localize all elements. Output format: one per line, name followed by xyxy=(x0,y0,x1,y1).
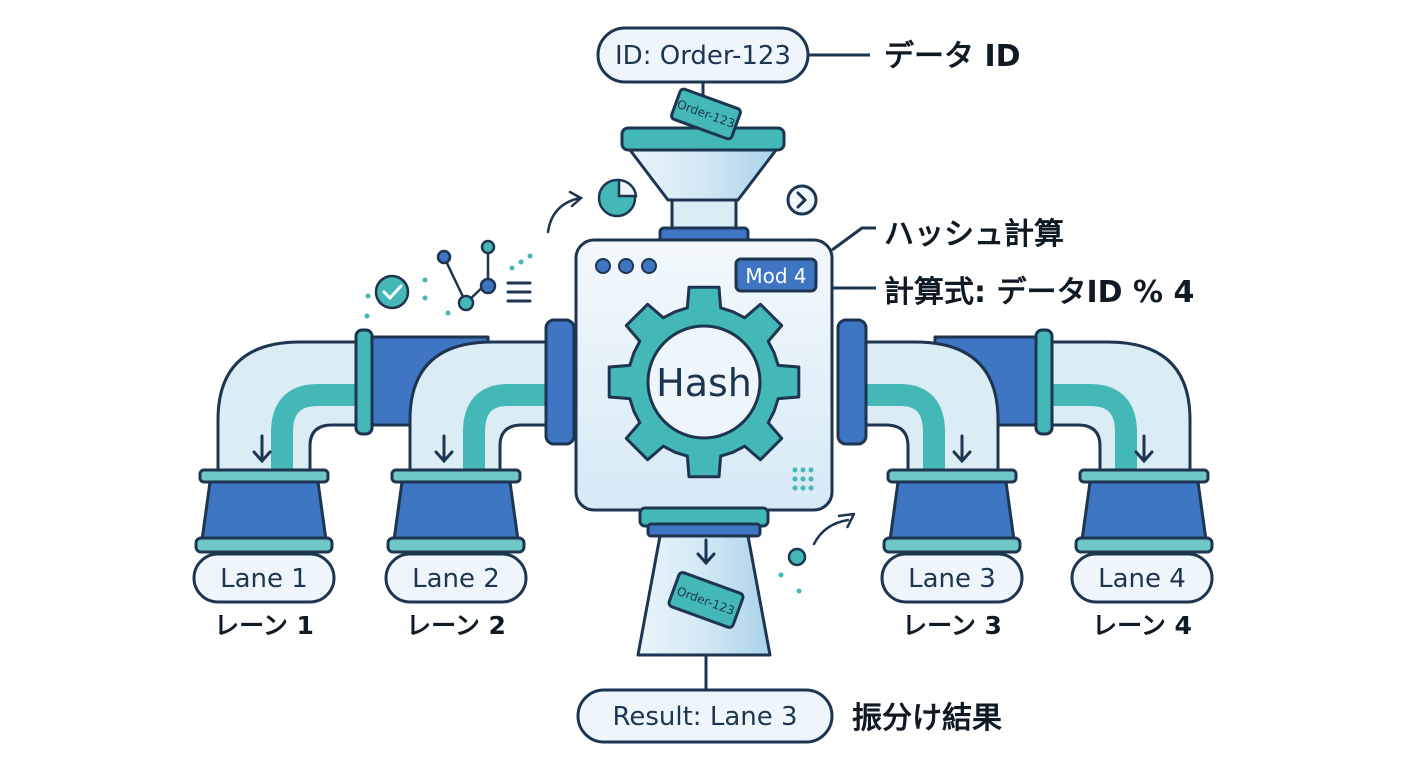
lane-4-flange xyxy=(1074,468,1214,554)
lane-2-flange xyxy=(386,468,526,554)
window-dots xyxy=(595,258,657,274)
lane-3-pill xyxy=(880,552,1024,604)
result-label: Result: Lane 3 xyxy=(612,702,797,732)
hash-calc-leader-line xyxy=(831,226,876,252)
sparkle-dots-decoration xyxy=(364,253,533,319)
formula-annotation: 計算式: データID % 4 xyxy=(884,275,1194,310)
lane-1-label: Lane 1 xyxy=(220,564,308,594)
lane-1-flow-arrow xyxy=(252,434,272,464)
distribution-result-annotation: 振分け結果 xyxy=(852,701,1002,736)
lane-1-flange xyxy=(194,468,334,554)
lane-2-label-group: Lane 2 レーン 2 xyxy=(384,552,528,640)
input-id-label: ID: Order-123 xyxy=(615,41,791,71)
lane-4-pill xyxy=(1070,552,1214,604)
right-pipe-system xyxy=(836,318,1192,480)
dot-grid-decoration xyxy=(792,467,814,491)
lane-4-label: Lane 4 xyxy=(1098,564,1186,594)
gear-icon xyxy=(607,285,801,479)
left-pipe-system xyxy=(216,318,576,480)
output-data-card: Order-123 xyxy=(667,571,745,629)
hash-label: Hash xyxy=(656,361,752,405)
svg-text:Mod 4: Mod 4 xyxy=(745,264,806,288)
lane-4-flow-arrow xyxy=(1134,434,1154,464)
output-flow-arrow xyxy=(696,538,716,566)
lane-4-jp-label: レーン 4 xyxy=(1092,611,1192,640)
lane-2-pill xyxy=(384,552,528,604)
lane-3-flow-arrow xyxy=(952,434,972,464)
lane-2-label: Lane 2 xyxy=(412,564,500,594)
lane-2-flow-arrow xyxy=(434,434,454,464)
lane-1-label-group: Lane 1 レーン 1 xyxy=(192,552,336,640)
result-pill: Result: Lane 3 xyxy=(576,688,834,744)
lane-2-jp-label: レーン 2 xyxy=(406,611,506,640)
input-funnel xyxy=(620,126,786,244)
chevron-right-icon xyxy=(786,184,818,216)
lane-3-label-group: Lane 3 レーン 3 xyxy=(880,552,1024,640)
mod-badge: Mod 4 xyxy=(734,257,818,293)
lane-3-flange xyxy=(882,468,1022,554)
checkmark-icon xyxy=(374,274,410,310)
hash-calc-annotation: ハッシュ計算 xyxy=(884,217,1064,252)
lane-labels: Lane 1 レーン 1 Lane 2 レーン 2 Lane 3 レーン 3 Lane 4 レ… xyxy=(192,552,1214,640)
data-id-annotation: データ ID xyxy=(884,39,1021,74)
bottom-right-decoration xyxy=(778,512,856,594)
list-icon xyxy=(506,281,532,303)
pie-chart-icon xyxy=(597,178,638,218)
hash-machine: Mod 4 Hash xyxy=(574,238,834,512)
lane-1-pill xyxy=(192,552,336,604)
lane-3-jp-label: レーン 3 xyxy=(902,611,1002,640)
input-id-pill: ID: Order-123 xyxy=(596,26,810,84)
lane-1-jp-label: レーン 1 xyxy=(214,611,314,640)
network-icon xyxy=(436,239,497,312)
lane-4-label-group: Lane 4 レーン 4 xyxy=(1070,552,1214,640)
curved-arrow-decoration xyxy=(546,190,584,234)
lane-3-label: Lane 3 xyxy=(908,564,996,594)
